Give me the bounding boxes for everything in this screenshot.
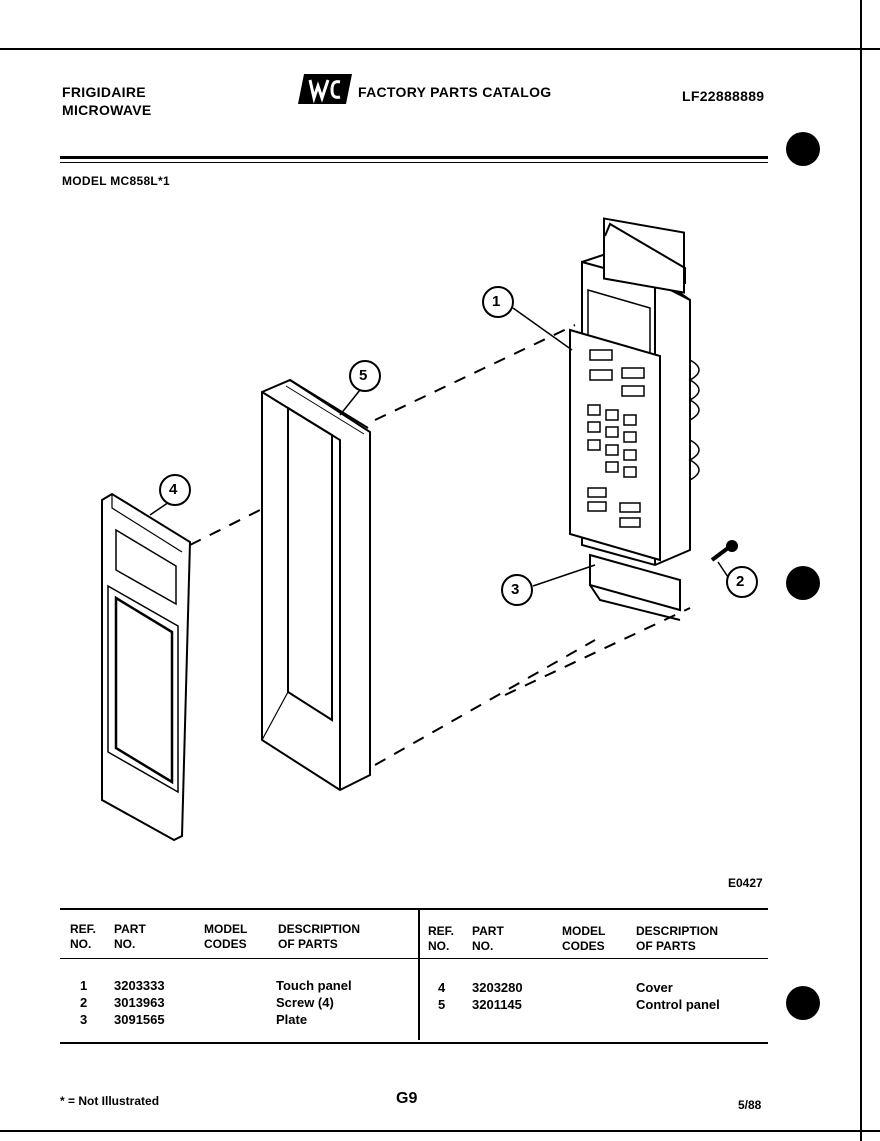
callout-1: 1 xyxy=(492,293,501,310)
binder-hole-top xyxy=(786,132,820,166)
page-code: G9 xyxy=(396,1090,418,1107)
header-ref-right: REF.NO. xyxy=(428,924,455,953)
table-row-ref: 3 xyxy=(80,1012,88,1027)
figure-code: E0427 xyxy=(728,876,763,890)
table-row-part: 3201145 xyxy=(472,997,522,1012)
bottom-edge-line xyxy=(0,1130,880,1132)
table-row-ref: 1 xyxy=(80,978,88,993)
table-row-ref: 2 xyxy=(80,995,88,1010)
table-top-rule xyxy=(60,908,768,910)
table-row-part: 3013963 xyxy=(114,995,165,1010)
table-row-desc: Touch panel xyxy=(276,978,352,993)
callout-3: 3 xyxy=(511,581,520,598)
catalog-title: FACTORY PARTS CATALOG xyxy=(358,84,552,100)
catalog-number: LF22888889 xyxy=(682,88,765,104)
wci-logo xyxy=(298,74,352,104)
exploded-parts-diagram xyxy=(101,217,758,842)
right-edge-line xyxy=(860,0,862,1141)
callout-5: 5 xyxy=(359,367,368,384)
top-edge-line xyxy=(0,48,880,50)
table-row-desc: Plate xyxy=(276,1012,308,1027)
table-row-ref: 4 xyxy=(438,980,446,995)
callout-2: 2 xyxy=(736,573,745,590)
table-row-desc: Cover xyxy=(636,980,673,995)
callout-4: 4 xyxy=(169,481,178,498)
model-line: MODEL MC858L*1 xyxy=(62,174,171,188)
binder-hole-middle xyxy=(786,566,820,600)
binder-hole-bottom xyxy=(786,986,820,1020)
table-row-desc: Control panel xyxy=(636,997,720,1012)
table-row-part: 3091565 xyxy=(114,1012,165,1027)
table-header-rule xyxy=(60,958,768,959)
header-rule-thick xyxy=(60,156,768,159)
header-ref-left: REF.NO. xyxy=(70,922,97,951)
brand-line-1: FRIGIDAIRE xyxy=(62,84,146,100)
table-center-divider xyxy=(418,910,420,1040)
header-rule-thin xyxy=(60,162,768,163)
footer-note: * = Not Illustrated xyxy=(60,1094,160,1108)
table-row-part: 3203333 xyxy=(114,978,165,993)
table-row-part: 3203280 xyxy=(472,980,523,995)
brand-line-2: MICROWAVE xyxy=(62,102,152,118)
table-bottom-rule xyxy=(60,1042,768,1044)
footer-date: 5/88 xyxy=(738,1098,762,1112)
table-row-desc: Screw (4) xyxy=(276,995,334,1010)
table-row-ref: 5 xyxy=(438,997,446,1012)
